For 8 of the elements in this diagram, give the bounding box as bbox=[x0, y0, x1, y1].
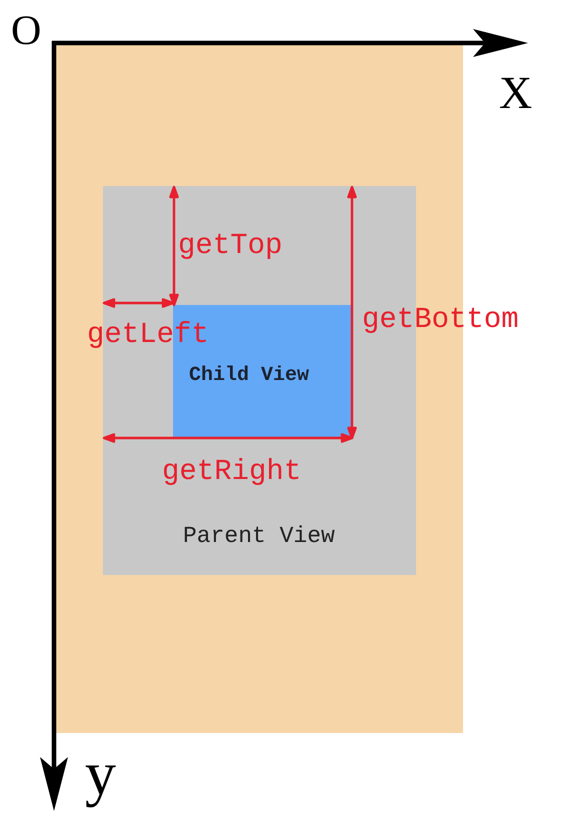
view-label: Parent View bbox=[183, 525, 335, 548]
axis-label: y bbox=[85, 743, 116, 805]
origin-label: O bbox=[11, 10, 42, 52]
dimension-label: getTop bbox=[178, 231, 282, 260]
axis-label: X bbox=[499, 70, 532, 116]
dimension-label: getRight bbox=[162, 457, 302, 486]
view-label: Child View bbox=[189, 366, 310, 386]
dimension-label: getBottom bbox=[362, 305, 519, 334]
